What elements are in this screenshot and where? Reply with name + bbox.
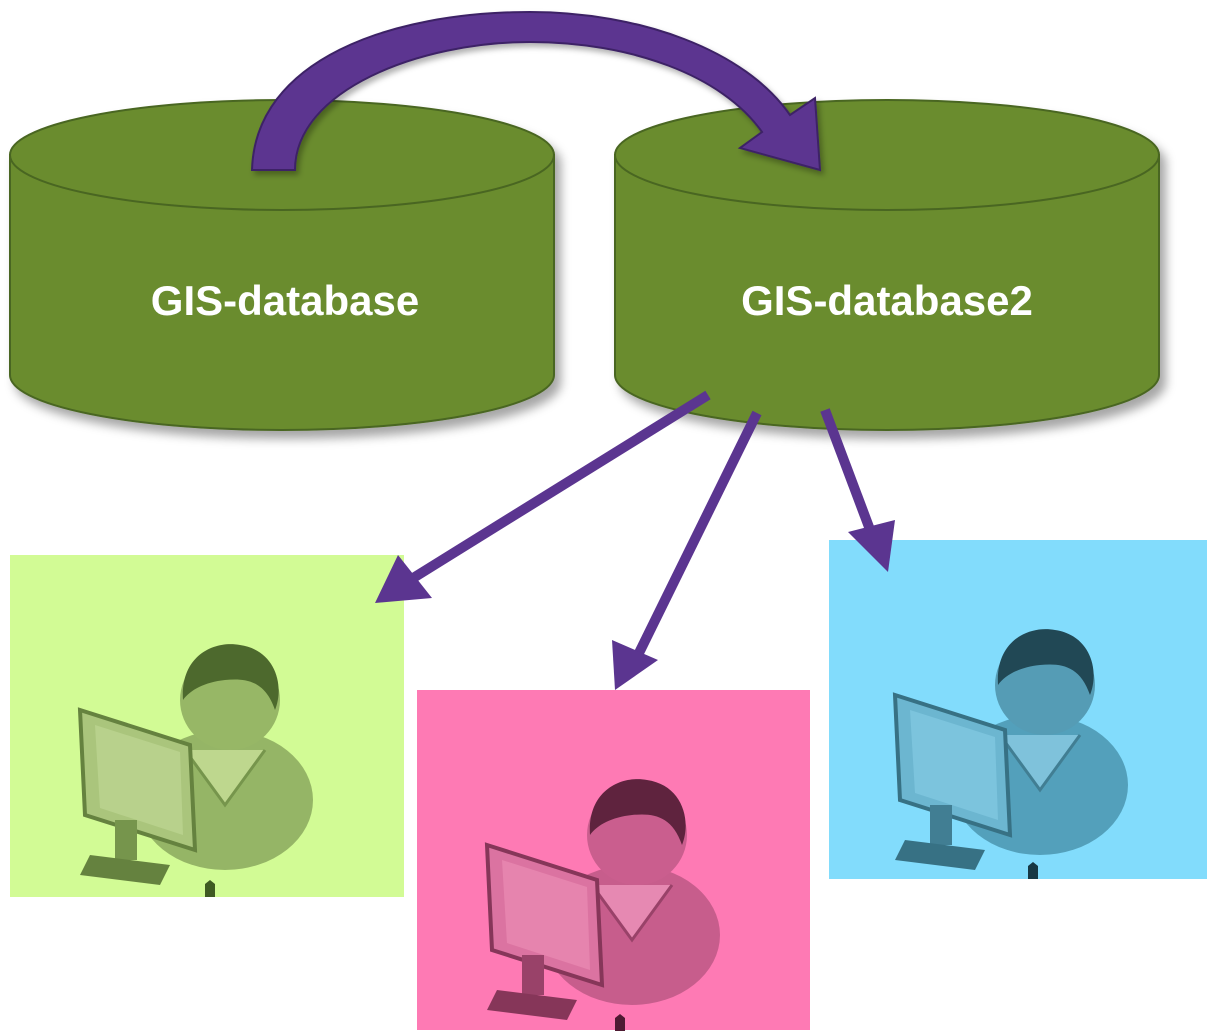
database-body	[9, 154, 555, 431]
database-label-gis-database: GIS-database	[151, 277, 419, 324]
arrow-head	[612, 640, 658, 690]
database-top	[614, 99, 1160, 211]
user-at-computer-icon	[892, 629, 1128, 870]
curved-arrow-db1-to-db2	[250, 10, 822, 172]
arrow-shaft	[407, 390, 711, 585]
arrow-db2-to-user-blue	[820, 408, 895, 572]
cursor-mark	[615, 1014, 625, 1031]
user-card-blue	[829, 540, 1207, 879]
arrow-db2-to-user-green	[375, 390, 711, 603]
user-at-computer-icon	[484, 779, 720, 1020]
curved-arrow-shaft	[250, 10, 822, 172]
cursor-mark	[205, 880, 215, 897]
user-card-pink	[417, 690, 810, 1031]
arrow-head	[375, 555, 432, 603]
cursor-mark	[1028, 862, 1038, 879]
user-at-computer-icon	[77, 644, 313, 885]
database-body	[614, 154, 1160, 431]
arrow-shaft	[820, 408, 877, 537]
arrow-head	[848, 520, 895, 572]
user-card-green	[10, 555, 404, 897]
arrow-db2-to-user-pink	[612, 410, 762, 690]
arrow-shaft	[633, 410, 762, 658]
database-cylinder-gis-database2	[614, 99, 1160, 431]
database-label-gis-database2: GIS-database2	[741, 277, 1033, 324]
